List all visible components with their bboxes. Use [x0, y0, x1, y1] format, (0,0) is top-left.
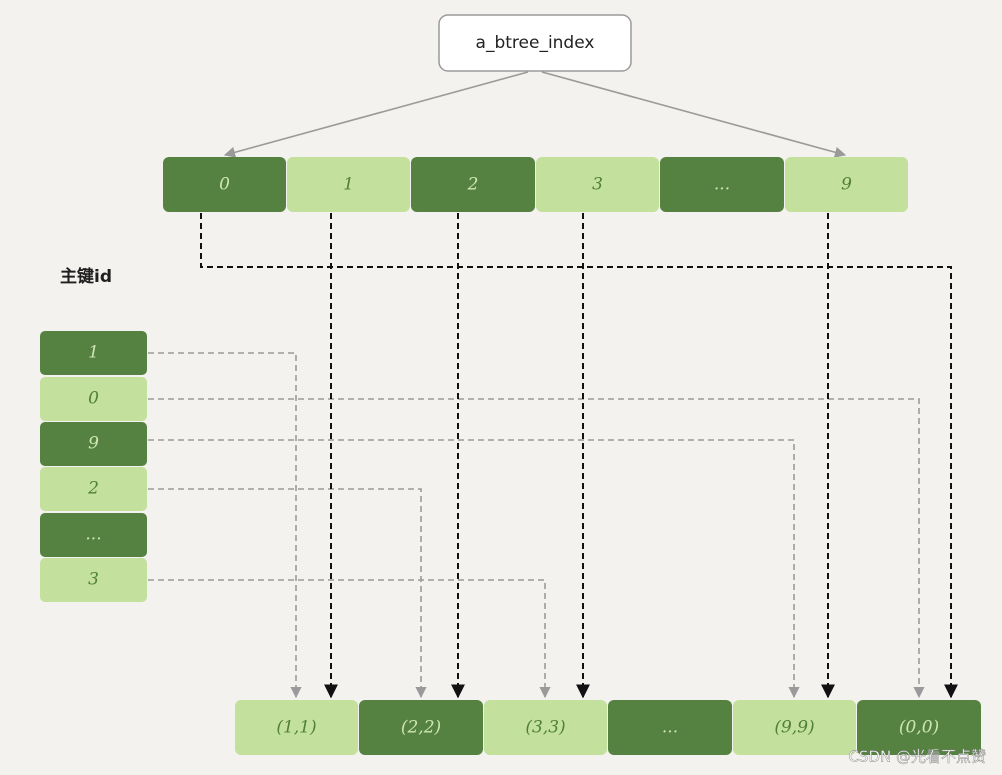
data-cell-label: (2,2): [401, 718, 441, 738]
pk-cell-label: 2: [87, 479, 99, 499]
index-cell-label: 2: [467, 175, 479, 195]
pk-cell-label: 9: [88, 434, 99, 454]
index-cell: 3: [536, 157, 659, 212]
pk-cell-box: [40, 513, 147, 557]
pk-pointer-2: [148, 488, 427, 699]
pk-cell: ...: [40, 513, 147, 557]
pk-cell-label: 1: [88, 343, 99, 363]
pk-cell: 1: [40, 331, 147, 375]
data-cell-box: [733, 700, 856, 755]
root-node-box: [438, 14, 632, 72]
index-cell: 0: [163, 157, 286, 212]
index-cell-box: [536, 157, 659, 212]
pk-cell-label: ...: [85, 525, 101, 545]
pk-cell: 0: [40, 377, 147, 421]
pointer-connectors: [148, 213, 958, 699]
pk-cell: 9: [40, 422, 147, 466]
root-connectors: [223, 71, 847, 158]
root-node: a_btree_index: [438, 14, 632, 72]
data-cell: (1,1): [235, 700, 358, 755]
pk-cell-box: [40, 422, 147, 466]
pk-cell-box: [40, 558, 147, 602]
primary-key-label: 主键id: [60, 266, 112, 287]
pk-cell-label: 3: [88, 570, 99, 590]
index-pointer-0: [200, 213, 958, 699]
data-cell: (2,2): [359, 700, 483, 755]
pk-pointer-0: [148, 398, 925, 699]
data-cell-box: [484, 700, 607, 755]
pk-cell-label: 0: [88, 389, 99, 409]
index-cell: 1: [287, 157, 410, 212]
index-cell: ...: [660, 157, 784, 212]
data-cell-label: (0,0): [899, 718, 939, 738]
pk-pointer-9: [148, 439, 800, 699]
root-connector-left: [223, 71, 529, 158]
data-cell: (0,0): [857, 700, 981, 755]
data-row: (1,1) (2,2) (3,3) ... (9,9) (0,0): [235, 700, 981, 755]
index-cell-box: [163, 157, 286, 212]
data-cell-label: (9,9): [774, 718, 814, 738]
pk-cell: 3: [40, 558, 147, 602]
data-cell-label: (3,3): [525, 718, 565, 738]
root-connector-right: [541, 71, 847, 158]
data-cell-label: (1,1): [276, 718, 316, 738]
data-cell-box: [608, 700, 732, 755]
index-cell-box: [287, 157, 410, 212]
data-cell: (3,3): [484, 700, 607, 755]
pk-cell-box: [40, 377, 147, 421]
index-cell-label: ...: [714, 175, 730, 195]
index-cell-label: 0: [219, 175, 230, 195]
index-cell-label: 1: [343, 175, 354, 195]
data-cell-box: [359, 700, 483, 755]
data-cell-box: [235, 700, 358, 755]
data-cell: ...: [608, 700, 732, 755]
index-cell-box: [660, 157, 784, 212]
pk-cell-box: [40, 331, 147, 375]
primary-key-column: 1 0 9 2 ... 3: [40, 331, 147, 602]
index-cell: 2: [411, 157, 535, 212]
root-node-label: a_btree_index: [476, 33, 595, 53]
index-cell-label: 3: [592, 175, 603, 195]
pk-pointer-3: [148, 579, 551, 699]
index-row: 0 1 2 3 ... 9: [163, 157, 908, 212]
data-cell-box: [857, 700, 981, 755]
pk-cell-box: [40, 467, 147, 511]
watermark-text: CSDN @光看不点赞: [848, 748, 986, 766]
index-cell-box: [411, 157, 535, 212]
data-cell-label: ...: [662, 718, 678, 738]
pk-pointer-1: [148, 352, 302, 699]
pk-cell: 2: [40, 467, 147, 511]
index-cell-box: [785, 157, 908, 212]
data-cell: (9,9): [733, 700, 856, 755]
index-cell: 9: [785, 157, 908, 212]
index-cell-label: 9: [841, 175, 852, 195]
